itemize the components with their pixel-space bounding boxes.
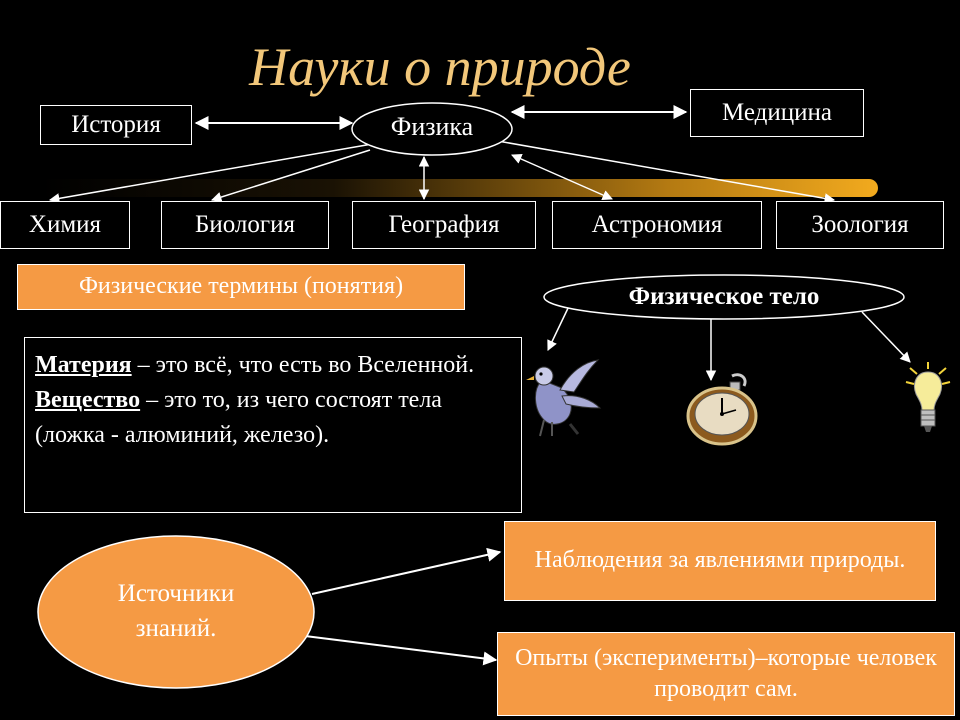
physics-ellipse [351,102,513,156]
terms-label: Физические термины (понятия) [17,264,465,310]
definitions-box: Материя – это всё, что есть во Вселенной… [24,337,522,513]
node-geography: География [352,201,536,249]
node-chemistry-label: Химия [28,211,102,238]
substance-term: Вещество [35,386,141,413]
physics-label: Физика [390,112,474,141]
node-history: История [40,105,192,145]
gradient-band [40,179,878,197]
body-label: Физическое тело [628,283,820,310]
observations-box: Наблюдения за явлениями природы. [504,521,936,601]
node-medicine-label: Медицина [722,99,832,126]
node-astronomy-label: Астрономия [591,211,723,238]
arrow-zoology [491,139,836,204]
node-history-label: История [71,111,161,138]
arrow-chemistry [48,142,379,204]
node-zoology: Зоология [776,201,944,249]
lightbulb-icon [905,362,951,432]
node-chemistry: Химия [0,201,130,249]
arrow-experiments [304,635,498,666]
node-astronomy: Астрономия [552,201,762,249]
matter-term: Материя [35,352,132,378]
node-medicine: Медицина [690,89,864,137]
arrow-biology [210,149,371,203]
node-geography-label: География [388,211,500,238]
pocket-watch-icon [686,373,758,446]
arrow-to-bulb [861,311,911,363]
experiments-box: Опыты (эксперименты)–которые человек про… [497,632,955,716]
node-zoology-label: Зоология [811,211,909,238]
arrow-observations [311,547,502,595]
arrow-to-bird [547,303,571,351]
matter-text: – это всё, что есть во Вселенной. [131,352,475,378]
body-ellipse [543,274,905,320]
arrow-astronomy [511,154,613,200]
sources-label: Источники знаний. [117,580,235,642]
sources-ellipse [37,535,315,689]
page-title: Науки о природе [249,37,631,97]
substance-text: – это то, из чего состоят тела (ложка - … [35,386,442,448]
node-biology: Биология [161,201,329,249]
node-biology-label: Биология [194,211,295,238]
bird-icon [526,359,602,437]
